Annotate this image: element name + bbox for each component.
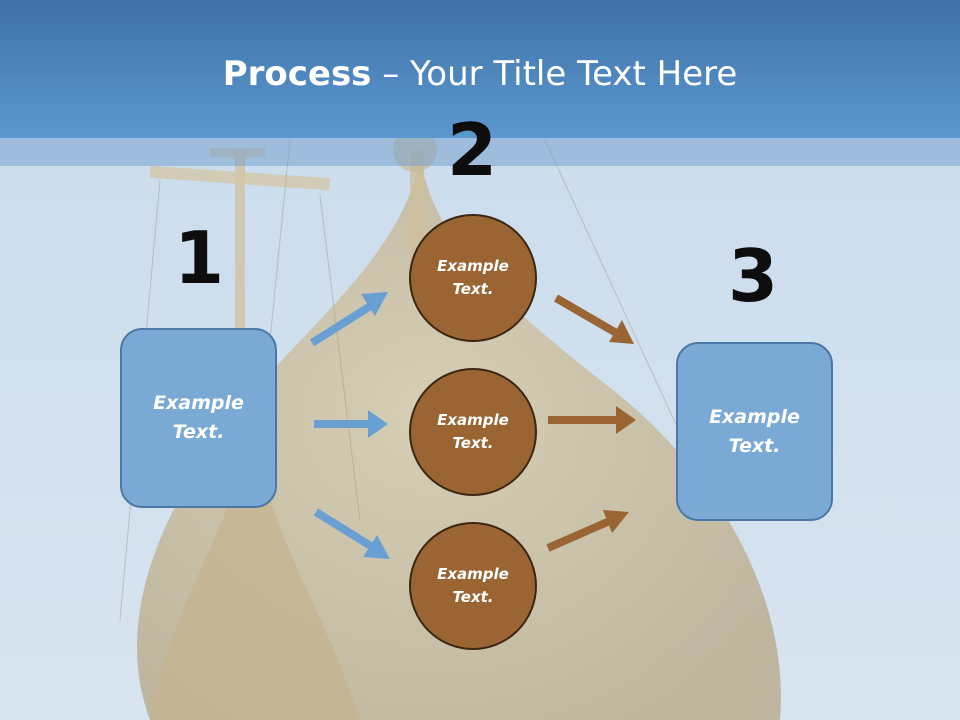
title-rest-part: – Your Title Text Here bbox=[371, 54, 738, 94]
circle-bottom-label-line1: Example bbox=[437, 565, 509, 583]
arrow-blue-down bbox=[313, 508, 390, 559]
step-number-3: 3 bbox=[727, 234, 779, 318]
circle-top-label-line1: Example bbox=[437, 257, 509, 275]
header-band bbox=[0, 138, 960, 166]
arrow-brown-down bbox=[553, 294, 634, 344]
target-box-label-line1: Example bbox=[709, 405, 800, 428]
title-header-bar bbox=[0, 0, 960, 138]
arrow-blue-straight bbox=[314, 410, 388, 438]
step-number-2: 2 bbox=[446, 108, 498, 192]
arrow-brown-straight bbox=[548, 406, 636, 434]
source-box-label-line1: Example bbox=[153, 392, 244, 414]
circle-middle-label-line1: Example bbox=[437, 411, 509, 429]
circle-top-label-line2: Text. bbox=[452, 280, 494, 298]
target-box-label-line2: Text. bbox=[728, 434, 781, 457]
title-bold-part: Process bbox=[222, 54, 372, 94]
slide-title[interactable]: Process – Your Title Text Here bbox=[0, 54, 960, 94]
circle-bottom-label-line2: Text. bbox=[452, 588, 494, 606]
arrow-blue-up bbox=[309, 292, 388, 347]
step-number-1: 1 bbox=[173, 216, 225, 300]
circle-middle-label-line2: Text. bbox=[452, 434, 494, 452]
source-box-label-line2: Text. bbox=[172, 421, 225, 443]
arrow-brown-up bbox=[546, 510, 629, 552]
